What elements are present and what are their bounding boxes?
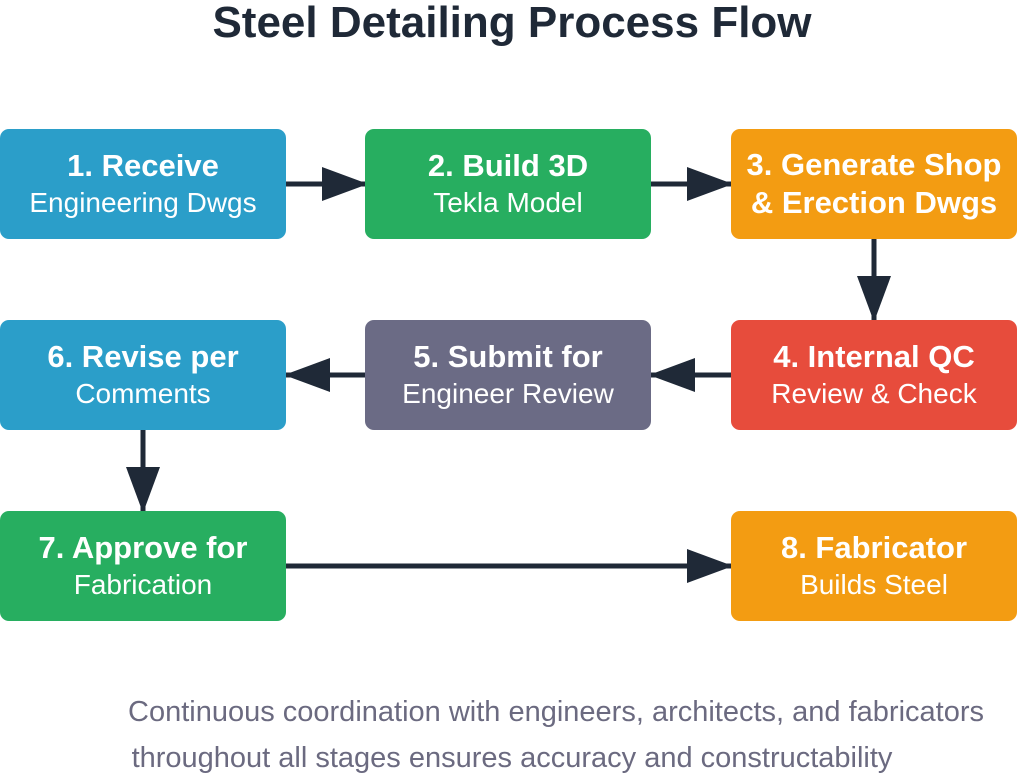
step-4-internal-qc: 4. Internal QC Review & Check — [731, 320, 1017, 430]
step-1-subtitle: Engineering Dwgs — [29, 187, 257, 218]
diagram-title: Steel Detailing Process Flow — [212, 0, 812, 47]
step-2-build-model: 2. Build 3D Tekla Model — [365, 129, 651, 239]
step-8-title: 8. Fabricator — [780, 530, 968, 565]
step-8-fabricator: 8. Fabricator Builds Steel — [731, 511, 1017, 621]
step-7-subtitle: Fabrication — [73, 569, 213, 600]
step-3-title: 3. Generate Shop — [746, 147, 1002, 182]
step-5-submit-review: 5. Submit for Engineer Review — [365, 320, 651, 430]
step-2-subtitle: Tekla Model — [433, 187, 583, 218]
step-3-subtitle: & Erection Dwgs — [750, 185, 998, 220]
step-7-title: 7. Approve for — [38, 530, 248, 565]
step-7-approve: 7. Approve for Fabrication — [0, 511, 286, 621]
step-1-title: 1. Receive — [67, 148, 219, 183]
step-6-revise: 6. Revise per Comments — [0, 320, 286, 430]
step-2-title: 2. Build 3D — [427, 148, 589, 183]
step-1-receive: 1. Receive Engineering Dwgs — [0, 129, 286, 239]
step-8-subtitle: Builds Steel — [800, 569, 948, 600]
step-6-subtitle: Comments — [75, 378, 211, 409]
step-3-generate-drawings: 3. Generate Shop & Erection Dwgs — [731, 129, 1017, 239]
step-5-subtitle: Engineer Review — [402, 378, 614, 409]
step-4-subtitle: Review & Check — [771, 378, 977, 409]
footer-note-line-1: Continuous coordination with engineers, … — [128, 696, 984, 728]
step-5-title: 5. Submit for — [413, 339, 603, 374]
step-4-title: 4. Internal QC — [773, 339, 975, 374]
step-6-title: 6. Revise per — [47, 339, 239, 374]
footer-note-line-2: throughout all stages ensures accuracy a… — [131, 742, 893, 774]
